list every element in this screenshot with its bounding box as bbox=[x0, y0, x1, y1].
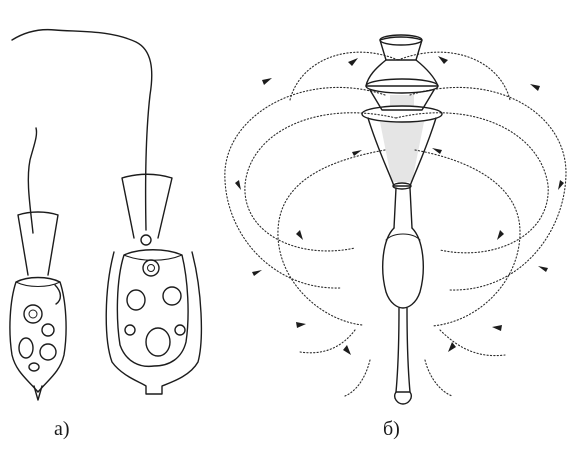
right-cell-nucleus bbox=[141, 235, 151, 245]
left-cell-neck-ridge bbox=[16, 282, 60, 287]
right-cell-neck-ridge bbox=[124, 255, 182, 260]
left-cell-body bbox=[10, 278, 66, 393]
right-cell-vacuoles bbox=[125, 260, 185, 356]
left-cell-flagellum bbox=[28, 128, 36, 233]
right-cell-flagellum bbox=[12, 30, 152, 230]
left-cell-vacuoles bbox=[19, 285, 60, 371]
panel-b-label: б) bbox=[383, 418, 400, 441]
panel-a-label: а) bbox=[54, 418, 70, 441]
left-cell-stalk bbox=[34, 386, 42, 400]
right-cell-body bbox=[117, 250, 188, 367]
left-cell bbox=[10, 128, 66, 400]
left-cell-collar bbox=[18, 212, 58, 275]
panel-a-drawing bbox=[10, 30, 201, 400]
panel-b-drawing bbox=[225, 35, 566, 404]
right-cell-collar bbox=[122, 174, 172, 238]
cell-body bbox=[383, 188, 424, 404]
